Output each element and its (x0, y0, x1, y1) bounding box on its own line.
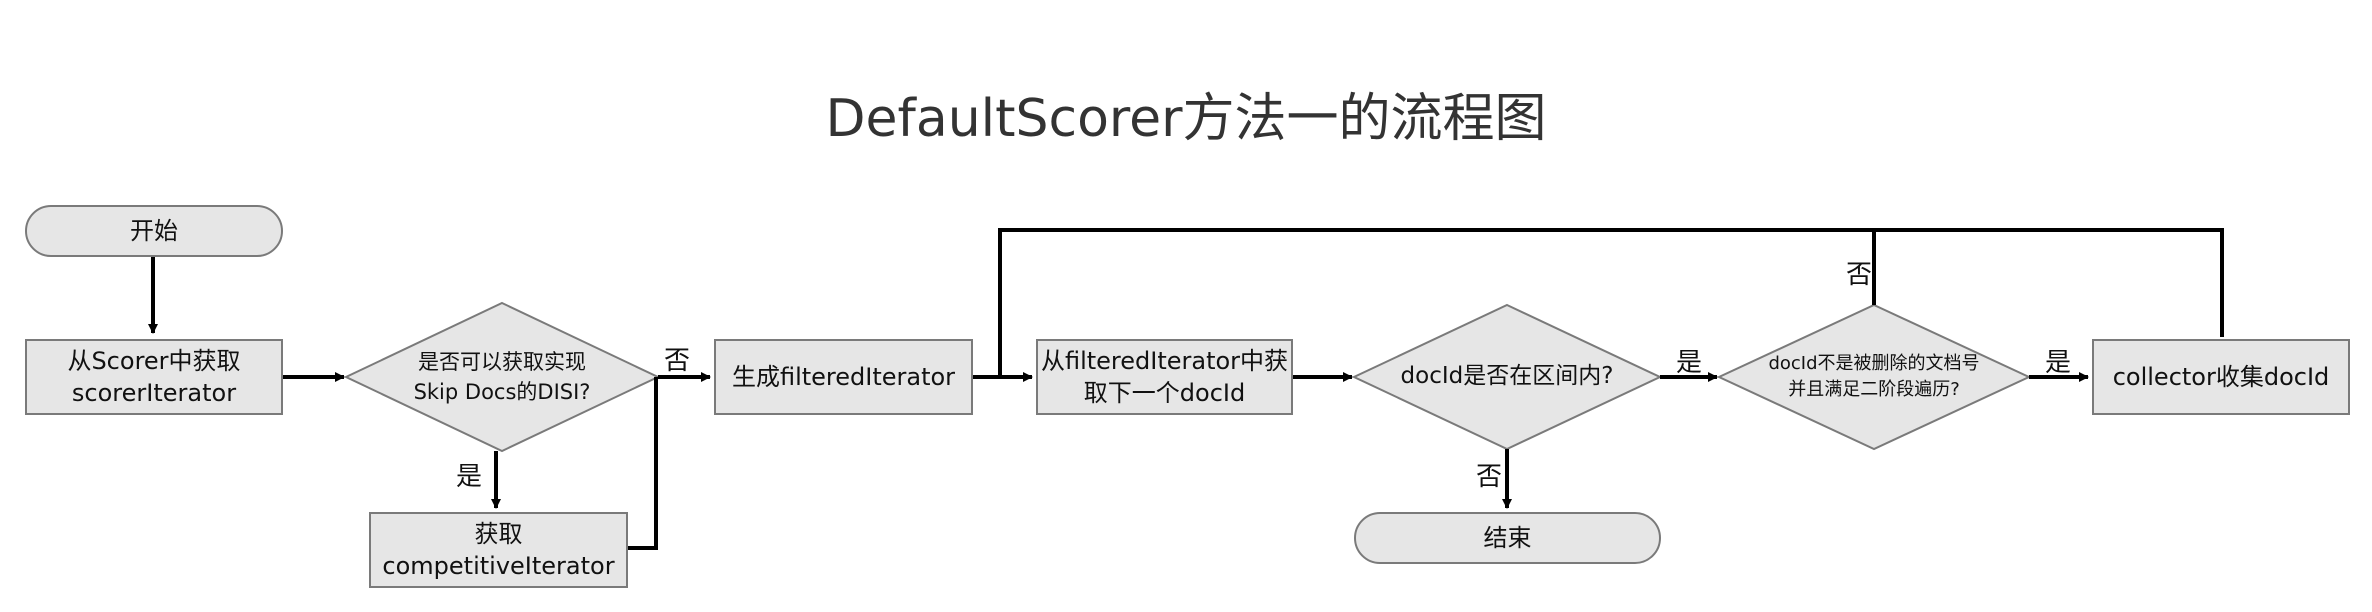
skip-disi-decision-text: 是否可以获取实现 Skip Docs的DISI? (376, 337, 628, 417)
decision-diamond-skip-disi (343, 301, 661, 453)
get-competitive-iterator-line-2: competitiveIterator (382, 552, 615, 580)
edge-label-skip-yes: 是 (456, 462, 483, 492)
docid-valid-line-2: 并且满足二阶段遍历? (1788, 379, 1960, 400)
get-scorer-iterator-node: 从Scorer中获取 scorerIterator (25, 339, 283, 415)
edge-label-valid-yes: 是 (2045, 348, 2072, 378)
get-scorer-iterator-line-2: scorerIterator (71, 379, 237, 407)
gen-filtered-iterator-node: 生成filteredIterator (714, 339, 973, 415)
get-competitive-iterator-node: 获取 competitiveIterator (369, 512, 628, 588)
decision-diamond-docid-valid (1716, 303, 2032, 451)
docid-valid-line-1: docId不是被删除的文档号 (1768, 352, 1980, 374)
skip-disi-line-1: 是否可以获取实现 (418, 349, 586, 374)
skip-disi-line-2: Skip Docs的DISI? (413, 380, 591, 404)
end-label: 结束 (1483, 523, 1532, 552)
diagram-title: DefaultScorer方法一的流程图 (825, 89, 1547, 149)
edge-loop-back-to-next-docid (973, 228, 2224, 379)
start-node: 开始 (25, 205, 283, 257)
next-docid-node: 从filteredIterator中获 取下一个docId (1036, 339, 1293, 415)
next-docid-line-2: 取下一个docId (1083, 379, 1246, 407)
collect-docid-label: collector收集docId (2112, 362, 2330, 391)
next-docid-line-1: 从filteredIterator中获 (1040, 346, 1289, 375)
docid-valid-decision-text: docId不是被删除的文档号 并且满足二阶段遍历? (1749, 345, 1999, 409)
end-node: 结束 (1354, 512, 1661, 564)
collect-docid-node: collector收集docId (2092, 339, 2350, 415)
get-competitive-iterator-line-1: 获取 (474, 519, 523, 548)
edge-label-valid-no: 否 (1846, 260, 1873, 290)
edge-label-skip-no: 否 (664, 346, 691, 376)
gen-filtered-iterator-label: 生成filteredIterator (731, 362, 956, 391)
edge-label-range-no: 否 (1476, 462, 1503, 492)
edge-label-range-yes: 是 (1676, 348, 1703, 378)
edge-competitive-to-filtered (628, 377, 658, 550)
docid-range-decision-text: docId是否在区间内? (1374, 357, 1640, 397)
start-label: 开始 (130, 216, 178, 245)
get-scorer-iterator-line-1: 从Scorer中获取 (67, 346, 241, 375)
docid-range-label: docId是否在区间内? (1400, 363, 1614, 390)
